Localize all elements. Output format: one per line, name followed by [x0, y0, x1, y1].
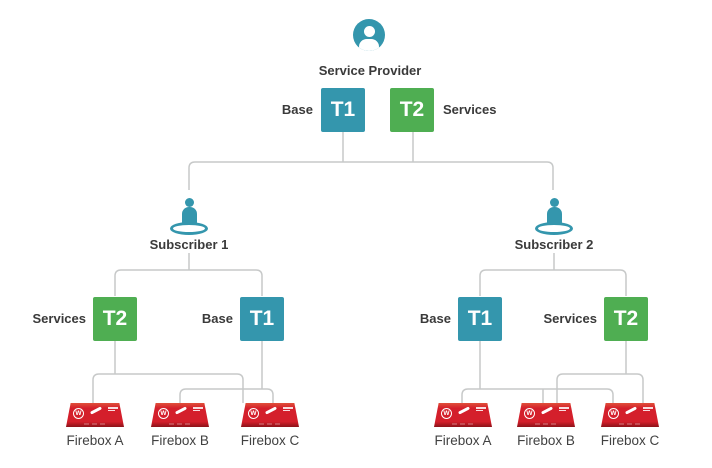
- subscriber2-base-label: Base: [419, 311, 451, 326]
- person-shoulders-shape: [359, 39, 379, 51]
- edge-sub1-services-bracket: [92, 373, 244, 403]
- edge-sub2-to-templates: [479, 269, 627, 296]
- watchguard-pen-icon: [540, 406, 554, 415]
- edge-sub1-base-bracket: [179, 388, 274, 403]
- person-torso-shape: [181, 207, 197, 224]
- subscriber1-base-label: Base: [201, 311, 233, 326]
- firebox-label: Firebox B: [151, 433, 209, 448]
- watchguard-logo-icon: W: [73, 408, 84, 419]
- subscriber1-template-t2-code: T2: [102, 307, 128, 330]
- watchguard-logo-icon: W: [158, 408, 169, 419]
- edge-provider-to-subscribers: [188, 161, 554, 190]
- subscriber1-template-t1-box: T1: [240, 297, 284, 341]
- device-branding-marks: [283, 407, 293, 413]
- device-ports: [84, 423, 105, 425]
- subscriber1-person-icon: [169, 198, 209, 235]
- firebox-device-sub2-a: W: [434, 403, 492, 427]
- device-ports: [619, 423, 640, 425]
- watchguard-pen-icon: [174, 406, 188, 415]
- device-ports: [259, 423, 280, 425]
- device-ports: [169, 423, 190, 425]
- watchguard-logo-icon: W: [524, 408, 535, 419]
- firebox-label: Firebox A: [434, 433, 492, 448]
- watchguard-pen-icon: [264, 406, 278, 415]
- provider-template-t1-code: T1: [330, 98, 356, 121]
- watchguard-logo-icon: W: [441, 408, 452, 419]
- person-head-shape: [363, 25, 375, 37]
- edge-sub1-to-templates: [114, 269, 263, 296]
- edge-sub2-services-bracket: [556, 373, 644, 403]
- subscriber1-services-label: Services: [32, 311, 87, 326]
- device-branding-marks: [643, 407, 653, 413]
- subscriber2-template-t2-code: T2: [613, 307, 639, 330]
- watchguard-pen-icon: [457, 406, 471, 415]
- person-torso-shape: [546, 207, 562, 224]
- subscriber2-template-t2-box: T2: [604, 297, 648, 341]
- subscriber2-label: Subscriber 2: [514, 237, 594, 252]
- service-provider-label: Service Provider: [318, 63, 422, 78]
- device-ports: [452, 423, 473, 425]
- subscriber1-template-t2-box: T2: [93, 297, 137, 341]
- watchguard-logo-icon: W: [608, 408, 619, 419]
- edge-sub2-base-bracket: [461, 388, 614, 403]
- firebox-device-sub1-a: W: [66, 403, 124, 427]
- firebox-label: Firebox C: [600, 433, 660, 448]
- person-head-shape: [184, 198, 194, 207]
- provider-template-t1-box: T1: [321, 88, 365, 132]
- person-head-shape: [549, 198, 559, 207]
- subscriber2-person-icon: [534, 198, 574, 235]
- device-branding-marks: [559, 407, 569, 413]
- device-branding-marks: [108, 407, 118, 413]
- provider-template-t2-code: T2: [399, 98, 425, 121]
- firebox-device-sub2-b: W: [517, 403, 575, 427]
- subscriber2-template-t1-code: T1: [467, 307, 493, 330]
- subscriber1-template-t1-code: T1: [249, 307, 275, 330]
- firebox-device-sub1-c: W: [241, 403, 299, 427]
- provider-services-label: Services: [443, 102, 497, 117]
- device-branding-marks: [476, 407, 486, 413]
- device-ports: [535, 423, 556, 425]
- firebox-label: Firebox B: [517, 433, 575, 448]
- provider-base-label: Base: [281, 102, 313, 117]
- firebox-device-sub2-c: W: [601, 403, 659, 427]
- service-provider-person-icon: [353, 19, 385, 51]
- subscriber2-template-t1-box: T1: [458, 297, 502, 341]
- watchguard-logo-icon: W: [248, 408, 259, 419]
- provider-template-t2-box: T2: [390, 88, 434, 132]
- firebox-label: Firebox A: [66, 433, 124, 448]
- subscriber1-label: Subscriber 1: [149, 237, 229, 252]
- watchguard-pen-icon: [89, 406, 103, 415]
- device-branding-marks: [193, 407, 203, 413]
- firebox-device-sub1-b: W: [151, 403, 209, 427]
- firebox-label: Firebox C: [240, 433, 300, 448]
- watchguard-pen-icon: [624, 406, 638, 415]
- subscriber2-services-label: Services: [543, 311, 598, 326]
